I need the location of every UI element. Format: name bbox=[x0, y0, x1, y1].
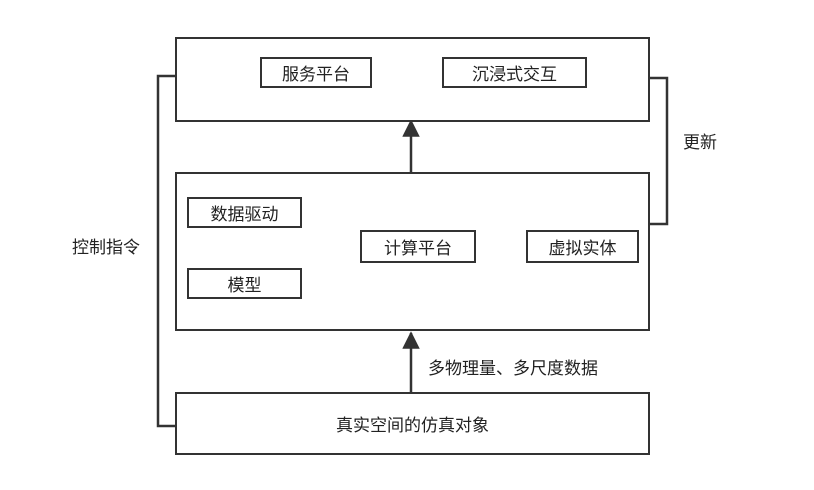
data-driven-node: 数据驱动 bbox=[187, 197, 302, 228]
immersive-interaction-node: 沉浸式交互 bbox=[442, 57, 587, 88]
update-label: 更新 bbox=[683, 133, 717, 153]
model-node: 模型 bbox=[187, 268, 302, 299]
physical-object-node: 真实空间的仿真对象 bbox=[175, 392, 650, 455]
multi-data-label: 多物理量、多尺度数据 bbox=[428, 359, 598, 379]
update-feedback-line bbox=[650, 76, 669, 226]
compute-platform-node: 计算平台 bbox=[360, 230, 476, 263]
control-command-label: 控制指令 bbox=[72, 238, 140, 258]
service-platform-node: 服务平台 bbox=[260, 57, 372, 88]
control-command-line bbox=[156, 74, 175, 428]
virtual-entity-node: 虚拟实体 bbox=[526, 230, 639, 263]
